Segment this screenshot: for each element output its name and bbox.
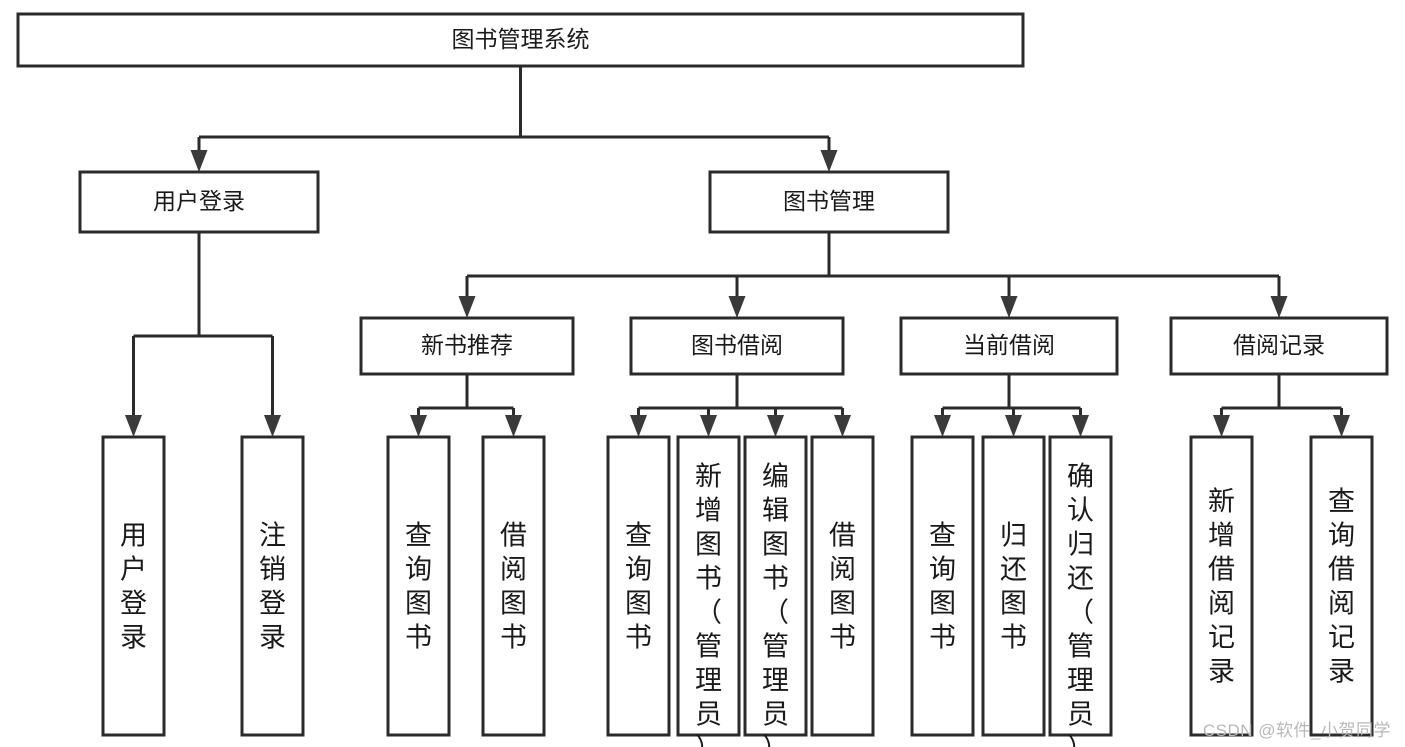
node-label-图书管理系统: 图书管理系统 [452, 26, 590, 52]
node-label-查询图书: 查询图书 [405, 521, 432, 653]
connector-to-新增借阅记录-借阅记录-arrowhead [1213, 415, 1230, 437]
node-box-当前借阅 [899, 316, 1119, 376]
connector-to-编辑图书管理员-图书借阅-arrowhead [767, 415, 784, 437]
connector-to-图书借阅-arrowhead [728, 296, 746, 318]
connector-to-查询图书-当前借阅-arrowhead [934, 415, 951, 437]
node-label-新增图书管理员: 新增图书（管理员） [695, 462, 722, 747]
node-label-编辑图书管理员: 编辑图书（管理员） [762, 462, 789, 747]
node-借阅图书[interactable]: 借阅图书 [810, 435, 875, 737]
node-借阅图书[interactable]: 借阅图书 [481, 435, 546, 737]
node-box-用户登录 [78, 170, 320, 234]
node-box-编辑图书管理员 [743, 435, 808, 737]
node-图书借阅[interactable]: 图书借阅 [629, 316, 845, 376]
node-label-新书推荐: 新书推荐 [421, 332, 513, 358]
node-box-查询图书 [386, 435, 451, 737]
node-查询图书[interactable]: 查询图书 [606, 435, 671, 737]
node-box-图书借阅 [629, 316, 845, 376]
connector-to-用户登录-arrowhead [190, 150, 208, 172]
node-label-查询图书: 查询图书 [929, 521, 956, 653]
connector-to-借阅图书-图书借阅-arrowhead [834, 415, 851, 437]
node-label-查询借阅记录: 查询借阅记录 [1328, 487, 1355, 687]
node-新增借阅记录[interactable]: 新增借阅记录 [1189, 435, 1254, 737]
node-图书管理系统[interactable]: 图书管理系统 [16, 12, 1025, 68]
node-box-确认归还管理员 [1048, 435, 1113, 737]
node-label-确认归还管理员: 确认归还（管理员） [1067, 462, 1094, 747]
node-box-新书推荐 [359, 316, 575, 376]
node-查询图书[interactable]: 查询图书 [386, 435, 451, 737]
node-box-查询图书 [606, 435, 671, 737]
node-图书管理[interactable]: 图书管理 [708, 170, 950, 234]
node-label-用户登录: 用户登录 [153, 188, 245, 214]
connector-to-查询借阅记录-借阅记录-arrowhead [1333, 415, 1350, 437]
connector-to-用户登录-用户登录-arrowhead [125, 415, 142, 437]
node-label-图书借阅: 图书借阅 [691, 332, 783, 358]
connector-to-当前借阅-arrowhead [1000, 296, 1018, 318]
node-box-新增借阅记录 [1189, 435, 1254, 737]
node-新书推荐[interactable]: 新书推荐 [359, 316, 575, 376]
node-确认归还管理员[interactable]: 确认归还（管理员） [1048, 435, 1113, 747]
connector-to-确认归还管理员-当前借阅-arrowhead [1072, 415, 1089, 437]
connector-layer [125, 66, 1350, 437]
node-当前借阅[interactable]: 当前借阅 [899, 316, 1119, 376]
node-查询图书[interactable]: 查询图书 [910, 435, 975, 737]
connector-to-图书管理-arrowhead [820, 150, 838, 172]
node-用户登录[interactable]: 用户登录 [78, 170, 320, 234]
node-box-新增图书管理员 [676, 435, 741, 737]
node-box-借阅图书 [810, 435, 875, 737]
csdn-watermark: CSDN @软件_小贺同学 [1202, 721, 1391, 740]
connector-to-借阅图书-新书推荐-arrowhead [505, 415, 522, 437]
node-box-查询图书 [910, 435, 975, 737]
node-label-用户登录: 用户登录 [120, 521, 147, 653]
connector-to-新书推荐-arrowhead [458, 296, 476, 318]
connector-to-查询图书-新书推荐-arrowhead [410, 415, 427, 437]
connector-to-注销登录-用户登录-arrowhead [264, 415, 281, 437]
node-box-借阅图书 [481, 435, 546, 737]
node-label-借阅记录: 借阅记录 [1233, 332, 1325, 358]
connector-to-借阅记录-arrowhead [1270, 296, 1288, 318]
node-box-查询借阅记录 [1309, 435, 1374, 737]
node-box-用户登录 [101, 435, 166, 737]
node-用户登录[interactable]: 用户登录 [101, 435, 166, 737]
node-box-图书管理系统 [16, 12, 1025, 68]
node-box-借阅记录 [1169, 316, 1389, 376]
connector-to-查询图书-图书借阅-arrowhead [630, 415, 647, 437]
node-查询借阅记录[interactable]: 查询借阅记录 [1309, 435, 1374, 737]
connector-to-新增图书管理员-图书借阅-arrowhead [700, 415, 717, 437]
node-label-注销登录: 注销登录 [259, 521, 286, 653]
node-label-新增借阅记录: 新增借阅记录 [1208, 487, 1235, 687]
node-label-归还图书: 归还图书 [1000, 521, 1027, 653]
node-label-查询图书: 查询图书 [625, 521, 652, 653]
node-label-当前借阅: 当前借阅 [963, 332, 1055, 358]
node-layer: 图书管理系统用户登录图书管理新书推荐图书借阅当前借阅借阅记录用户登录注销登录查询… [16, 12, 1389, 747]
node-借阅记录[interactable]: 借阅记录 [1169, 316, 1389, 376]
node-box-注销登录 [240, 435, 305, 737]
node-label-借阅图书: 借阅图书 [500, 521, 527, 653]
node-注销登录[interactable]: 注销登录 [240, 435, 305, 737]
node-box-归还图书 [981, 435, 1046, 737]
node-归还图书[interactable]: 归还图书 [981, 435, 1046, 737]
connector-to-归还图书-当前借阅-arrowhead [1005, 415, 1022, 437]
node-label-图书管理: 图书管理 [783, 188, 875, 214]
node-新增图书管理员[interactable]: 新增图书（管理员） [676, 435, 741, 747]
node-label-借阅图书: 借阅图书 [829, 521, 856, 653]
node-box-图书管理 [708, 170, 950, 234]
node-编辑图书管理员[interactable]: 编辑图书（管理员） [743, 435, 808, 747]
